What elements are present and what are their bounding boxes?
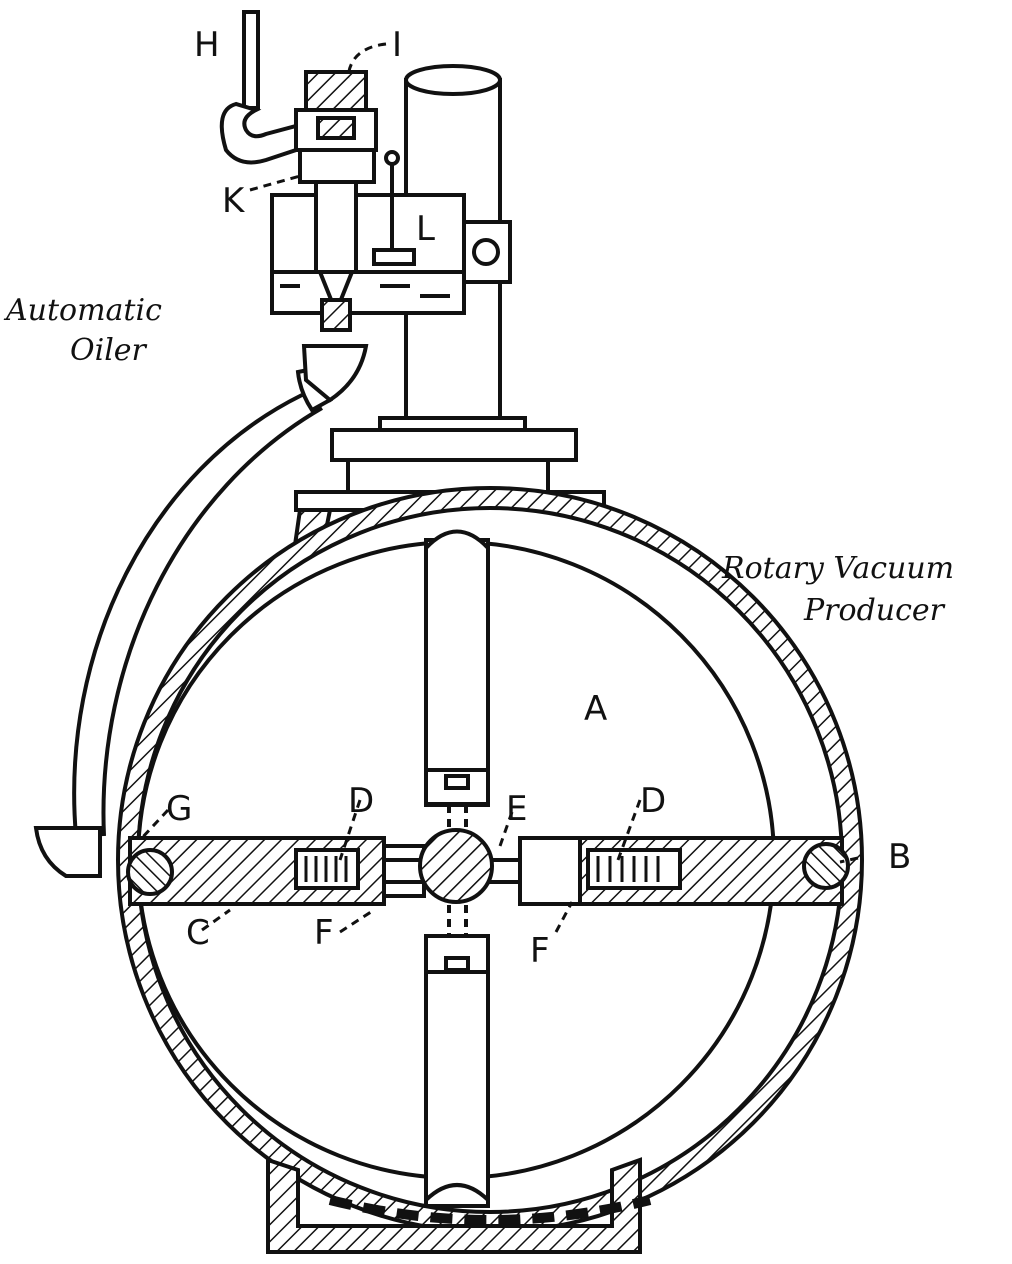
label-H: H — [194, 25, 220, 65]
horizontal-vane-bar — [126, 836, 850, 906]
automatic-oiler — [219, 10, 512, 332]
label-L: L — [416, 209, 435, 249]
base-foot — [266, 1157, 652, 1254]
label-B: B — [888, 837, 911, 877]
vertical-vanes — [424, 529, 490, 1208]
caption-oiler-line2: Oiler — [70, 333, 148, 368]
label-A: A — [584, 689, 607, 729]
label-C: C — [186, 913, 210, 953]
spring-left — [304, 856, 348, 882]
spring-right — [596, 856, 660, 882]
label-D-left: D — [348, 781, 374, 821]
label-F-left: F — [314, 913, 334, 953]
caption-producer-line2: Producer — [803, 593, 946, 628]
label-G: G — [166, 789, 192, 829]
caption-producer-line1: Rotary Vacuum — [721, 551, 954, 586]
label-E: E — [506, 789, 527, 829]
caption-oiler-line1: Automatic — [3, 293, 162, 328]
oil-tube — [33, 344, 369, 878]
label-F-right: F — [530, 931, 550, 971]
leader-lines — [138, 42, 859, 934]
label-K: K — [222, 181, 246, 221]
label-I: I — [392, 25, 402, 65]
center-shaft — [418, 828, 494, 904]
label-D-right: D — [640, 781, 666, 821]
